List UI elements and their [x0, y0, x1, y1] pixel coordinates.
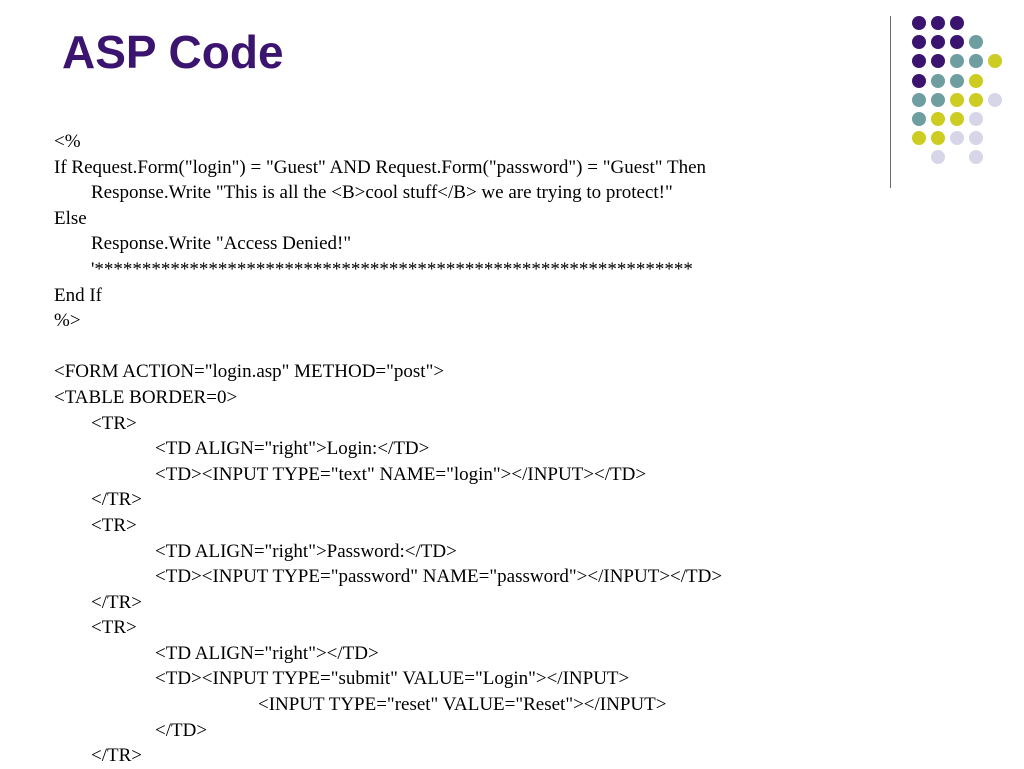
decorative-dot	[969, 112, 983, 126]
decorative-dot	[912, 131, 926, 146]
decorative-dot	[912, 54, 926, 69]
decorative-dot	[931, 35, 945, 50]
decorative-dot	[988, 54, 1002, 69]
code-line: <TR>	[91, 412, 137, 434]
decorative-dot	[988, 92, 1002, 107]
code-line: <TD><INPUT TYPE="submit" VALUE="Login"><…	[155, 668, 630, 690]
code-line: </TD>	[155, 719, 208, 741]
decorative-dot	[912, 16, 926, 30]
code-line: </TR>	[91, 745, 142, 767]
decorative-dot	[969, 35, 983, 50]
code-line: <FORM ACTION="login.asp" METHOD="post">	[54, 361, 445, 383]
decorative-dot	[931, 73, 945, 88]
code-line: Response.Write "Access Denied!"	[91, 233, 352, 255]
decorative-dot	[969, 92, 983, 107]
code-line: <TD ALIGN="right"></TD>	[155, 642, 379, 664]
code-line: <TR>	[91, 617, 137, 639]
code-line: </TR>	[91, 591, 142, 613]
decorative-dot	[931, 112, 945, 126]
decorative-dot	[950, 112, 964, 126]
code-line: If Request.Form("login") = "Guest" AND R…	[54, 156, 707, 178]
decorative-dot	[912, 73, 926, 88]
code-line: <TD ALIGN="right">Password:</TD>	[155, 540, 457, 562]
decorative-dot	[912, 92, 926, 107]
decorative-dot	[931, 150, 945, 165]
decorative-dot	[912, 35, 926, 50]
code-line: Else	[54, 207, 87, 229]
decorative-dot	[950, 54, 964, 69]
code-line	[54, 334, 874, 360]
decorative-dot	[931, 92, 945, 107]
decorative-dot	[950, 92, 964, 107]
code-line: <TD><INPUT TYPE="password" NAME="passwor…	[155, 566, 723, 588]
decorative-dot	[950, 73, 964, 88]
code-line: <TABLE BORDER=0>	[54, 386, 238, 408]
code-line: '***************************************…	[91, 258, 693, 280]
decorative-dot	[931, 54, 945, 69]
code-line: <%	[54, 131, 81, 152]
code-line: <TD><INPUT TYPE="text" NAME="login"></IN…	[155, 463, 647, 485]
code-line: <INPUT TYPE="reset" VALUE="Reset"></INPU…	[258, 694, 667, 716]
decorative-dot	[950, 131, 964, 146]
code-line: End If	[54, 284, 103, 306]
code-block: <% If Request.Form("login") = "Guest" AND…	[54, 129, 874, 769]
code-line: <TR>	[91, 514, 137, 536]
decorative-dot	[969, 54, 983, 69]
slide-title: ASP Code	[62, 26, 284, 78]
decorative-dot	[912, 112, 926, 126]
decorative-dot	[950, 16, 964, 30]
code-line: Response.Write "This is all the <B>cool …	[91, 182, 673, 204]
decorative-dot	[969, 131, 983, 146]
dot-grid-decoration	[912, 16, 1012, 176]
code-line: %>	[54, 310, 81, 332]
decorative-dot	[969, 150, 983, 165]
decorative-dot	[931, 16, 945, 30]
code-line: </TR>	[91, 489, 142, 511]
decorative-dot	[931, 131, 945, 146]
decorative-dot	[969, 73, 983, 88]
code-line: <TD ALIGN="right">Login:</TD>	[155, 438, 430, 460]
vertical-divider	[890, 16, 891, 188]
decorative-dot	[950, 35, 964, 50]
